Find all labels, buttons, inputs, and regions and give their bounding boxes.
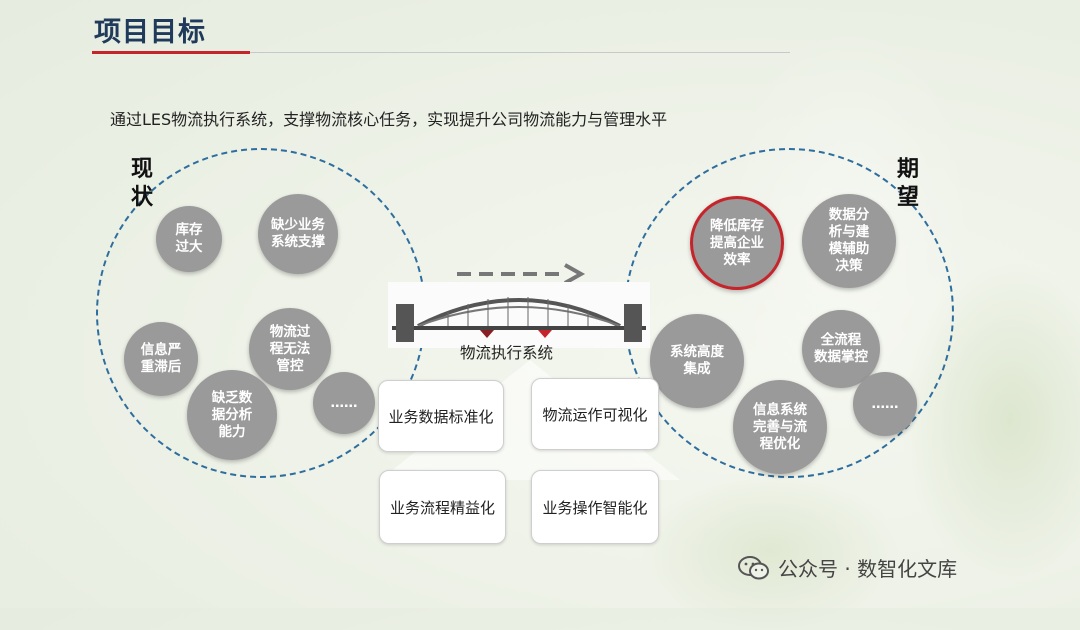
title-underline-accent bbox=[92, 51, 250, 54]
capability-box: 业务流程精益化 bbox=[379, 470, 506, 544]
bubble-text: 全流程数据掌控 bbox=[814, 332, 868, 365]
bubble-text: 信息系统完善与流程优化 bbox=[753, 401, 807, 452]
capability-box: 业务操作智能化 bbox=[531, 470, 659, 544]
future-bubble: 数据分析与建模辅助决策 bbox=[802, 194, 896, 288]
bubble-text: …… bbox=[330, 394, 358, 411]
future-bubble-highlight: 降低库存提高企业效率 bbox=[690, 196, 784, 290]
current-state-label: 现状 bbox=[130, 157, 153, 210]
future-bubble: 系统高度集成 bbox=[650, 314, 744, 408]
system-label: 物流执行系统 bbox=[460, 344, 554, 362]
current-bubble: 信息严重滞后 bbox=[124, 322, 198, 396]
dashed-arrow bbox=[457, 263, 586, 285]
current-bubble: 缺乏数据分析能力 bbox=[187, 370, 277, 460]
bubble-text: 信息严重滞后 bbox=[140, 342, 182, 375]
current-bubble: 库存过大 bbox=[156, 206, 222, 272]
watermark-text: 公众号 · 数智化文库 bbox=[778, 557, 958, 581]
capability-box: 业务数据标准化 bbox=[378, 380, 504, 452]
bubble-text: 缺乏数据分析能力 bbox=[211, 389, 253, 440]
future-state-label: 期望 bbox=[896, 157, 919, 210]
capability-box: 物流运作可视化 bbox=[531, 378, 659, 450]
bridge-icon bbox=[388, 282, 650, 348]
bubble-text: 降低库存提高企业效率 bbox=[710, 217, 764, 268]
bubble-text: …… bbox=[871, 395, 899, 412]
future-bubble: 全流程数据掌控 bbox=[802, 310, 880, 388]
current-bubble: …… bbox=[313, 372, 375, 434]
wechat-icon bbox=[738, 555, 769, 579]
bubble-text: 库存过大 bbox=[175, 222, 203, 255]
bubble-text: 系统高度集成 bbox=[670, 344, 724, 377]
current-bubble: 缺少业务系统支撑 bbox=[258, 194, 338, 274]
background-leaf-decoration-2 bbox=[640, 470, 900, 630]
future-bubble: …… bbox=[853, 372, 917, 436]
page-title: 项目目标 bbox=[94, 17, 206, 48]
bubble-text: 数据分析与建模辅助决策 bbox=[828, 207, 870, 274]
subtitle: 通过LES物流执行系统，支撑物流核心任务，实现提升公司物流能力与管理水平 bbox=[110, 110, 668, 129]
current-bubble: 物流过程无法管控 bbox=[249, 308, 331, 390]
title-underline bbox=[250, 52, 790, 53]
future-bubble: 信息系统完善与流程优化 bbox=[733, 380, 827, 474]
bubble-text: 缺少业务系统支撑 bbox=[271, 217, 325, 250]
watermark: 公众号 · 数智化文库 bbox=[738, 553, 957, 582]
bubble-text: 物流过程无法管控 bbox=[269, 323, 311, 374]
